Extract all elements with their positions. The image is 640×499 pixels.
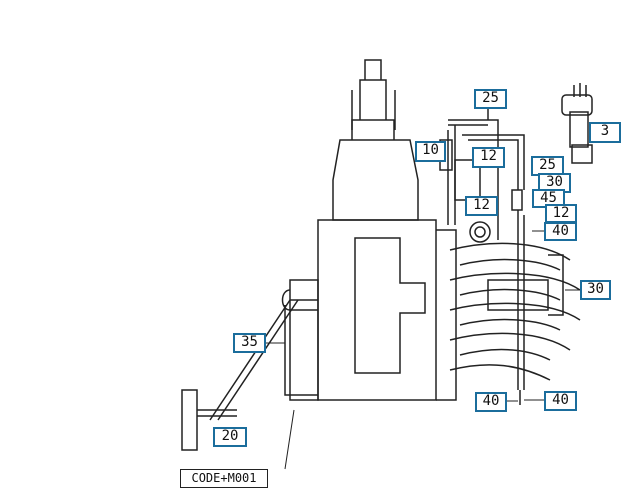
callout-40[interactable]: 40 bbox=[544, 391, 577, 411]
callout-3[interactable]: 3 bbox=[589, 122, 621, 143]
callout-40[interactable]: 40 bbox=[544, 222, 577, 241]
callout-12[interactable]: 12 bbox=[545, 204, 577, 223]
callout-20[interactable]: 20 bbox=[213, 427, 247, 447]
injector-body bbox=[332, 59, 419, 221]
callout-12[interactable]: 12 bbox=[465, 196, 498, 216]
diagram-code-label: CODE+M001 bbox=[180, 469, 268, 488]
pedal bbox=[181, 389, 198, 451]
callout-40[interactable]: 40 bbox=[475, 392, 507, 412]
rod bbox=[209, 299, 299, 421]
callout-25[interactable]: 25 bbox=[474, 89, 507, 109]
callout-30[interactable]: 30 bbox=[580, 280, 611, 300]
sensor-part bbox=[561, 83, 593, 164]
callout-10[interactable]: 10 bbox=[415, 141, 446, 162]
callout-25[interactable]: 25 bbox=[531, 156, 564, 176]
hose bbox=[281, 289, 318, 396]
callout-12[interactable]: 12 bbox=[472, 147, 505, 168]
intake-manifold bbox=[449, 242, 581, 381]
callout-35[interactable]: 35 bbox=[233, 333, 266, 353]
